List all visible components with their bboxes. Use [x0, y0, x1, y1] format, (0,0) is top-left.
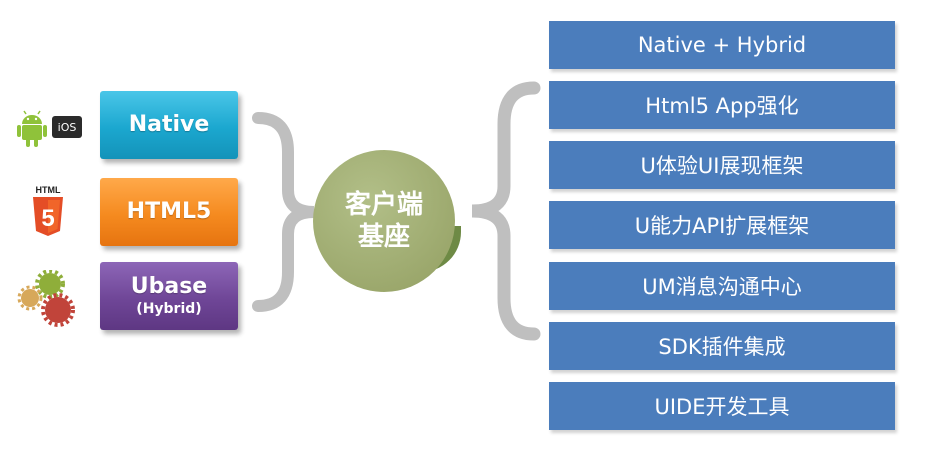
feature-sdk-plugins: SDK插件集成 — [549, 322, 895, 370]
native-platform-box: Native — [100, 91, 238, 159]
feature-uide-tools: UIDE开发工具 — [549, 382, 895, 430]
html5-logo-icon: HTML 5 — [33, 185, 63, 236]
feature-label: UIDE开发工具 — [654, 395, 790, 419]
feature-native-hybrid: Native + Hybrid — [549, 21, 895, 69]
html5-platform-box: HTML5 — [100, 178, 238, 246]
html5-label: HTML5 — [126, 198, 212, 224]
html5-digit: 5 — [41, 205, 54, 232]
ios-icon: iOS — [52, 116, 82, 138]
feature-ui-framework: U体验UI展现框架 — [549, 141, 895, 189]
right-group-brace — [471, 81, 541, 341]
core-line-1: 客户端 — [344, 189, 423, 220]
ios-label: iOS — [57, 120, 77, 134]
feature-api-framework: U能力API扩展框架 — [549, 201, 895, 249]
feature-messaging-center: UM消息沟通中心 — [549, 262, 895, 310]
feature-label: Native + Hybrid — [637, 33, 807, 57]
gears-icon — [17, 270, 75, 327]
core-circle: 客户端 基座 — [313, 150, 455, 292]
android-icon — [17, 110, 47, 147]
feature-label: U体验UI展现框架 — [640, 154, 804, 178]
feature-label: SDK插件集成 — [658, 335, 786, 359]
core-line-2: 基座 — [357, 222, 410, 252]
feature-label: U能力API扩展框架 — [634, 214, 810, 238]
ubase-label: Ubase — [130, 273, 208, 299]
left-group-brace — [252, 112, 315, 312]
native-label: Native — [128, 111, 210, 137]
feature-label: Html5 App强化 — [645, 94, 799, 118]
ubase-sublabel: (Hybrid) — [136, 300, 202, 317]
html5-caption: HTML — [36, 185, 61, 195]
ubase-platform-box: Ubase (Hybrid) — [100, 262, 238, 330]
feature-label: UM消息沟通中心 — [642, 275, 802, 299]
feature-html5-app: Html5 App强化 — [549, 81, 895, 129]
